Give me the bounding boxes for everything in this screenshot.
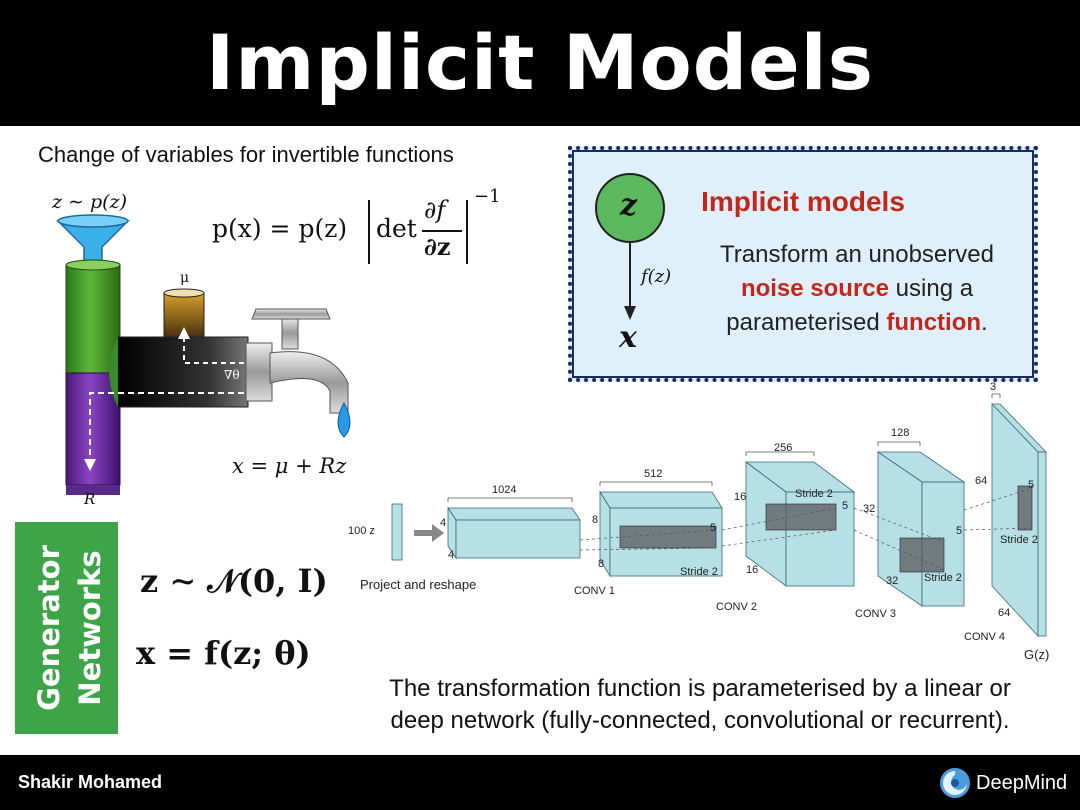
conv1-width: 8 — [598, 558, 605, 570]
fraction-bar — [422, 230, 462, 232]
badge-line-2: Networks — [73, 550, 107, 705]
function-text: function — [886, 309, 982, 336]
conv3-height: 32 — [863, 503, 876, 515]
deepmind-logo-icon — [940, 768, 970, 798]
desc-line-3: parameterised function. — [726, 309, 988, 336]
conv4-height: 64 — [975, 475, 988, 487]
deepmind-brand: DeepMind — [976, 772, 1068, 794]
project-reshape-label: Project and reshape — [360, 577, 477, 592]
implicit-models-title: Implicit models — [701, 186, 905, 217]
conv1-height: 8 — [592, 514, 599, 526]
header-bar — [0, 0, 1080, 126]
reparam-equation: x = μ + Rz — [232, 454, 347, 478]
pipe-illustration — [56, 214, 351, 495]
abs-bar-left — [368, 200, 370, 264]
z-distribution-label: z ∼ p(z) — [52, 191, 128, 213]
conv3-width: 32 — [886, 575, 899, 587]
funnel-icon — [56, 214, 130, 264]
slide-title: Implicit Models — [206, 18, 874, 107]
conv2-depth: 256 — [774, 442, 793, 454]
layer1-depth: 1024 — [492, 484, 517, 496]
density-eq-denominator: ∂z — [424, 232, 451, 261]
gradient-label: ∇θ — [224, 368, 240, 382]
generator-networks-badge — [15, 522, 118, 734]
conv2-stride: Stride 2 — [795, 488, 833, 500]
layer1-height: 4 — [440, 517, 447, 529]
density-eq-lhs: p(x) = p(z) — [212, 214, 348, 243]
dcgan-architecture — [391, 393, 1047, 638]
arrow-down-icon — [624, 306, 636, 320]
input-z-label: 100 z — [348, 525, 375, 537]
conv3-name: CONV 3 — [855, 608, 896, 620]
edge-label: f(z) — [641, 266, 672, 287]
noise-source-text: noise source — [740, 275, 889, 302]
gz-output-label: G(z) — [1024, 647, 1050, 662]
conv4-depth: 3 — [990, 381, 997, 393]
conv4-stride: Stride 2 — [1000, 534, 1038, 546]
mu-label: μ — [180, 270, 190, 286]
density-eq-numerator: ∂f — [424, 196, 446, 224]
network-description: The transformation function is parameter… — [330, 673, 1070, 737]
footer-bar — [0, 755, 1080, 810]
conv2-height: 16 — [734, 491, 747, 503]
prior-equation: z ∼ 𝒩(0, I) — [140, 562, 328, 600]
conv4-kernel: 5 — [1028, 479, 1035, 491]
x-output-label: x — [619, 320, 637, 355]
author-name: Shakir Mohamed — [18, 772, 163, 792]
conv2-kernel: 5 — [842, 500, 849, 512]
network-description-line-2: deep network (fully-connected, convoluti… — [390, 707, 1010, 734]
z-node-label: z — [620, 188, 638, 223]
conv1-name: CONV 1 — [574, 585, 615, 597]
conv3-stride: Stride 2 — [924, 572, 962, 584]
change-of-variables-subtitle: Change of variables for invertible funct… — [38, 142, 454, 167]
r-label: R — [84, 490, 96, 508]
input-vector — [391, 503, 403, 561]
conv2-width: 16 — [746, 564, 759, 576]
conv1-depth: 512 — [644, 468, 663, 480]
implicit-models-description: Transform an unobserved noise source usi… — [702, 238, 1012, 340]
generator-networks-text: Generator Networks — [32, 544, 107, 710]
density-eq-exponent: −1 — [474, 186, 501, 207]
conv1-stride: Stride 2 — [680, 566, 718, 578]
desc-line-2: noise source using a — [740, 275, 974, 302]
conv4-width: 64 — [998, 607, 1011, 619]
network-description-line-1: The transformation function is parameter… — [389, 675, 1011, 702]
layer1-width: 4 — [448, 549, 455, 561]
conv2-name: CONV 2 — [716, 601, 757, 613]
abs-bar-right — [466, 200, 468, 264]
generator-equation: x = f(z; θ) — [136, 634, 311, 672]
project-arrow-icon — [414, 524, 444, 542]
density-eq-det: det — [376, 214, 417, 243]
tap-icon — [245, 308, 349, 414]
desc-line-1: Transform an unobserved — [720, 241, 994, 268]
water-drop-icon — [337, 401, 351, 438]
conv3-kernel: 5 — [956, 525, 963, 537]
conv3-depth: 128 — [891, 427, 910, 439]
badge-line-1: Generator — [32, 544, 66, 710]
graphical-model — [595, 173, 665, 320]
conv1-kernel: 5 — [710, 522, 717, 534]
conv4-name: CONV 4 — [964, 631, 1005, 643]
